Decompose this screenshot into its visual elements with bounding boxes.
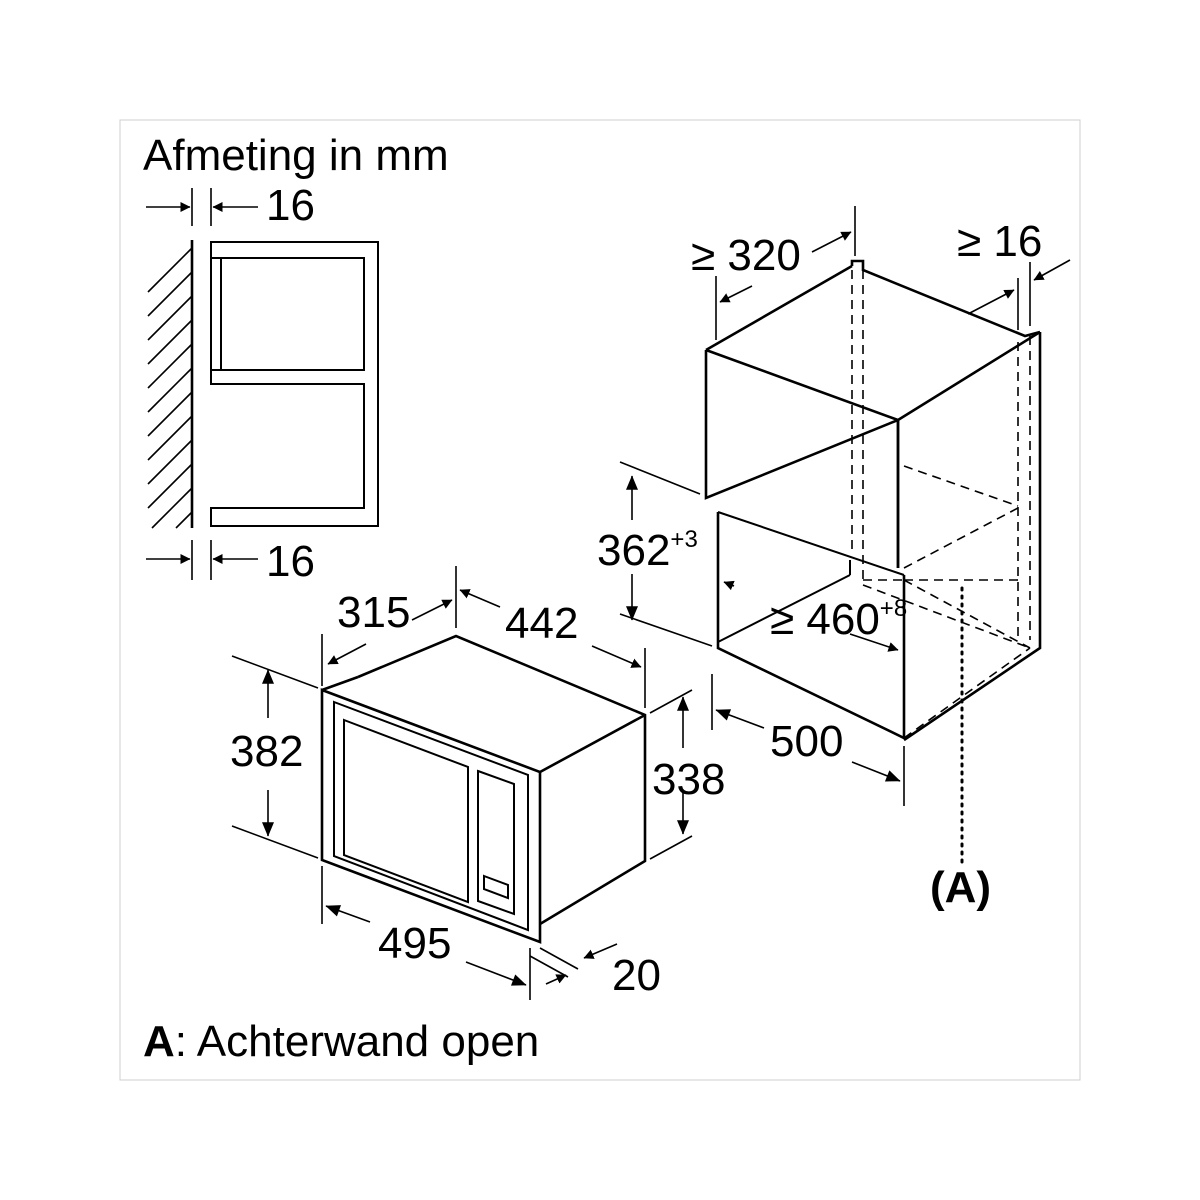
niche-height-label: 362+3 [597,526,698,575]
front-frame [320,688,542,944]
dim-height-382 [231,655,319,859]
width-top-label: 442 [505,599,578,648]
cabinet-profile [210,241,379,527]
callout-a: (A) [930,863,991,912]
dim-width-495 [321,866,531,1000]
outer-frame [119,119,1081,1081]
cabinet-depth-label: 500 [770,717,843,766]
dim-depth-500 [711,674,905,806]
niche-width-label: ≥ 460+8 [770,595,907,644]
niche-cabinet [704,259,1042,742]
dim-front-20 [529,943,618,985]
control-panel [477,769,515,916]
dim-width-460 [723,580,899,652]
drawing-title: Afmeting in mm [143,131,449,180]
top-gap-label: 16 [266,181,315,230]
display [483,874,509,900]
wall-hatch [147,240,194,529]
depth-min-label: ≥ 320 [691,231,801,280]
dim-width-442 [459,589,646,708]
dim-depth-315 [321,566,457,686]
microwave [320,634,647,944]
side-view: 16 16 [146,181,379,586]
dim-depth-320 [715,206,856,340]
height-body-label: 338 [652,755,725,804]
legend: A: Achterwand open [143,1017,539,1066]
side-gap-label: ≥ 16 [957,217,1042,266]
door-window [343,718,469,904]
dim-height-338 [649,689,693,860]
dim-side-gap [967,259,1071,330]
dim-top-gap [146,188,258,226]
dim-height-362 [619,461,713,647]
dim-bottom-gap [146,540,258,580]
front-thickness-label: 20 [612,951,661,1000]
bottom-gap-label: 16 [266,537,315,586]
depth-label: 315 [337,588,410,637]
width-front-label: 495 [378,919,451,968]
height-front-label: 382 [230,727,303,776]
